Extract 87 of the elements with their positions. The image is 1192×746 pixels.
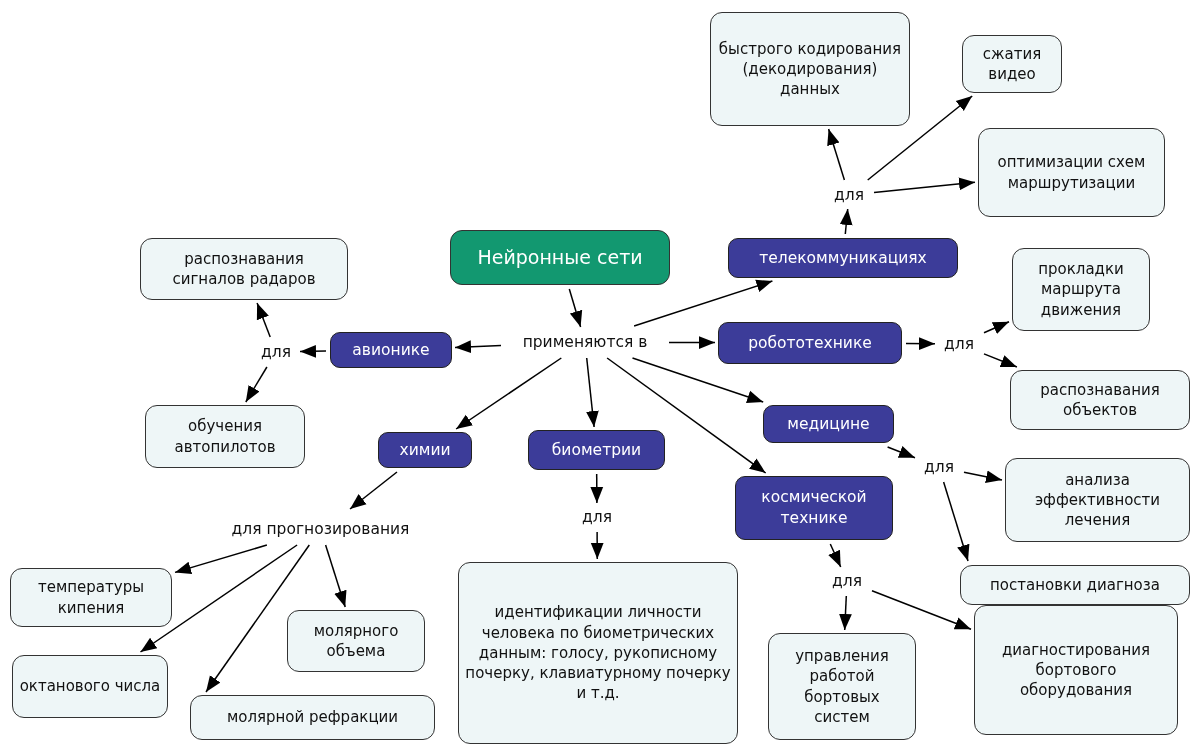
arrow	[299, 344, 327, 358]
topic-box	[735, 476, 893, 540]
concept-box	[962, 35, 1062, 93]
arrow	[590, 531, 604, 560]
arrow	[827, 128, 846, 181]
arrow	[454, 340, 502, 354]
arrow	[590, 473, 604, 504]
concept-box	[1005, 458, 1190, 542]
arrow	[585, 357, 599, 428]
arrow	[983, 353, 1018, 368]
node-text: распознавания объектов	[1039, 379, 1161, 421]
arrow	[606, 357, 767, 474]
node-text: температуры кипения	[37, 577, 145, 618]
arrow	[839, 208, 853, 235]
node-text: сжатия видео	[981, 43, 1043, 85]
node-text: октанового числа	[19, 676, 161, 697]
arrow	[873, 177, 976, 194]
node-text: молярного объема	[312, 620, 400, 662]
linking-phrase: для	[938, 333, 980, 355]
linking-phrase: для	[826, 570, 868, 592]
node-text: Нейронные сети	[477, 244, 643, 270]
topic-box	[718, 322, 902, 364]
topic-box	[330, 332, 452, 368]
arrow	[324, 544, 347, 608]
arrow	[886, 445, 916, 459]
node-text: быстрого кодирования (декодирования) данных	[717, 38, 903, 100]
topic-box	[378, 432, 472, 468]
arrow	[905, 337, 936, 351]
arrow	[174, 544, 268, 574]
arrow	[633, 279, 774, 327]
concept-box	[140, 238, 348, 300]
concept-box	[145, 405, 305, 468]
arrow	[983, 320, 1010, 335]
concept-box	[768, 633, 916, 740]
node-text: диагностирования бортового оборудования	[1000, 639, 1152, 701]
node-text: медицине	[787, 413, 870, 435]
node-text: робототехнике	[748, 332, 872, 354]
arrow	[455, 357, 563, 430]
arrow	[871, 589, 972, 630]
concept-box	[10, 568, 172, 627]
concept-box	[978, 128, 1165, 217]
arrow	[139, 544, 298, 653]
node-text: постановки диагноза	[990, 574, 1160, 596]
arrow	[256, 302, 271, 338]
topic-box	[728, 238, 958, 278]
arrow	[866, 95, 973, 181]
concept-box	[960, 565, 1190, 605]
linking-phrase: для	[828, 184, 870, 206]
concept-box	[458, 562, 738, 744]
node-text: прокладки маршрута движения	[1037, 259, 1125, 320]
node-text: идентификации личности человека по биометрических данным: голосу, рукописному почерку, клавиатурному почерку и т.д.	[465, 602, 731, 704]
node-text: оптимизации схем маршрутизации	[996, 152, 1147, 193]
title-box	[450, 230, 670, 285]
concept-box	[974, 605, 1178, 735]
arrow	[963, 470, 1003, 484]
concept-box	[12, 655, 168, 718]
node-text: молярной рефракции	[226, 707, 399, 728]
arrow	[631, 357, 764, 403]
concept-box	[190, 695, 435, 740]
concept-box	[1012, 248, 1150, 331]
node-text: биометрии	[551, 439, 642, 461]
topic-box	[528, 430, 665, 470]
node-text: авионике	[352, 339, 430, 361]
arrow	[245, 366, 268, 403]
topic-box	[763, 405, 894, 443]
arrow	[205, 544, 311, 693]
concept-box	[710, 12, 910, 126]
node-text: управления работой бортовых систем	[794, 646, 890, 727]
linking-phrase: для прогнозирования	[208, 517, 433, 541]
arrow	[568, 288, 583, 328]
concept-box	[287, 610, 425, 672]
arrow	[839, 595, 852, 631]
node-text: телекоммуникациях	[759, 247, 927, 269]
linking-phrase: для	[255, 341, 297, 363]
node-text: распознавания сигналов радаров	[171, 248, 317, 290]
arrow	[828, 543, 842, 568]
linking-phrase: для	[576, 506, 618, 528]
node-text: космической технике	[760, 487, 868, 529]
node-text: химии	[399, 439, 451, 461]
arrow	[942, 481, 970, 562]
concept-box	[1010, 370, 1190, 430]
arrow	[349, 471, 398, 510]
node-text: анализа эффективности лечения	[1033, 469, 1162, 531]
linking-phrase: для	[918, 456, 960, 478]
linking-phrase: применяются в	[505, 330, 665, 354]
node-text: обучения автопилотов	[173, 416, 277, 457]
arrow	[668, 336, 716, 349]
